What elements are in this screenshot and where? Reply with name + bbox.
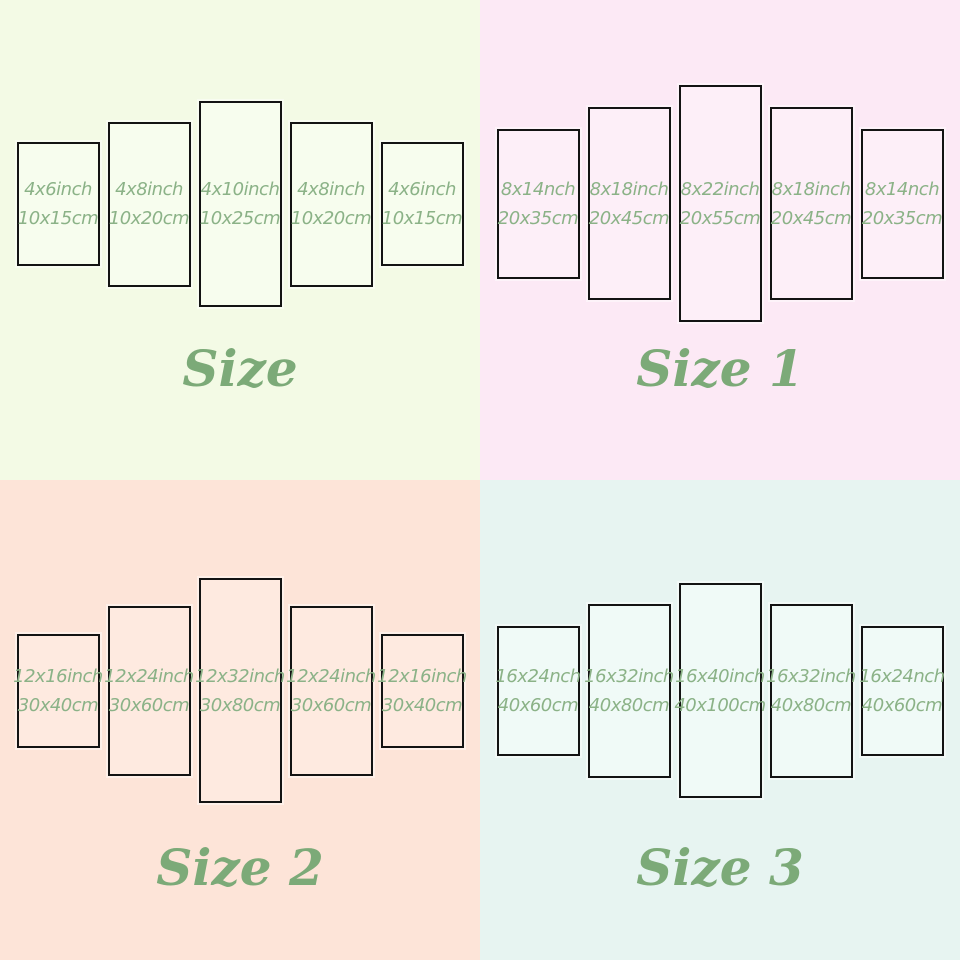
panel-size-inch: 16x24nch: [495, 665, 581, 687]
panel-size-cm: 30x80cm: [199, 694, 281, 716]
panel-size-cm: 10x15cm: [381, 208, 463, 229]
panel-size-inch: 4x8inch: [297, 179, 365, 200]
panel-size-inch: 8x14nch: [500, 178, 576, 200]
quadrant-title: Size 3: [636, 838, 804, 897]
quadrant-title: Size: [182, 339, 298, 398]
quadrant-size-1: 8x14nch 20x35cm 8x18inch 20x45cm 8x22inc…: [480, 0, 960, 480]
canvas-panel: 8x22inch 20x55cm: [678, 85, 762, 322]
canvas-panel: 16x32inch 40x80cm: [584, 603, 674, 778]
panel-size-inch: 8x22inch: [680, 178, 760, 200]
panel-size-inch: 8x18inch: [589, 178, 669, 200]
canvas-panel: 16x24nch 40x60cm: [495, 625, 581, 756]
panel-group: 4x6inch 10x15cm 4x8inch 10x20cm 4x10inch…: [0, 101, 480, 307]
canvas-panel: 4x8inch 10x20cm: [289, 121, 373, 287]
canvas-panel: 4x6inch 10x15cm: [16, 142, 100, 266]
canvas-panel: 8x18inch 20x45cm: [587, 107, 671, 300]
canvas-panel: 12x16inch 30x40cm: [377, 633, 467, 748]
panel-size-cm: 10x20cm: [108, 208, 190, 229]
canvas-panel: 16x24nch 40x60cm: [859, 625, 945, 756]
panel-size-cm: 20x45cm: [770, 207, 852, 229]
panel-size-cm: 20x55cm: [679, 207, 761, 229]
canvas-panel: 12x24inch 30x60cm: [104, 605, 194, 776]
panel-size-cm: 30x60cm: [290, 694, 372, 716]
panel-size-inch: 12x24inch: [286, 665, 376, 687]
panel-size-inch: 8x18inch: [771, 178, 851, 200]
panel-size-inch: 4x6inch: [388, 179, 456, 200]
panel-size-inch: 12x24inch: [104, 665, 194, 687]
panel-size-cm: 40x80cm: [770, 694, 852, 716]
panel-size-cm: 10x20cm: [290, 208, 372, 229]
panel-size-cm: 40x60cm: [497, 694, 579, 716]
panel-size-inch: 4x8inch: [115, 179, 183, 200]
panel-size-cm: 20x35cm: [861, 207, 943, 229]
panel-group: 12x16inch 30x40cm 12x24inch 30x60cm 12x3…: [0, 578, 480, 803]
canvas-panel: 12x24inch 30x60cm: [286, 605, 376, 776]
panel-size-cm: 30x40cm: [381, 694, 463, 716]
panel-group: 8x14nch 20x35cm 8x18inch 20x45cm 8x22inc…: [480, 85, 960, 322]
canvas-panel: 8x18inch 20x45cm: [769, 107, 853, 300]
panel-size-cm: 20x35cm: [497, 207, 579, 229]
panel-size-inch: 4x6inch: [24, 179, 92, 200]
panel-size-cm: 40x80cm: [588, 694, 670, 716]
panel-size-inch: 16x32inch: [766, 665, 856, 687]
panel-size-cm: 20x45cm: [588, 207, 670, 229]
panel-size-cm: 40x60cm: [861, 694, 943, 716]
panel-size-cm: 30x40cm: [17, 694, 99, 716]
panel-size-inch: 16x40inch: [675, 665, 765, 687]
canvas-panel: 16x32inch 40x80cm: [766, 603, 856, 778]
canvas-panel: 4x8inch 10x20cm: [107, 121, 191, 287]
canvas-panel: 12x16inch 30x40cm: [13, 633, 103, 748]
panel-size-inch: 16x24nch: [859, 665, 945, 687]
panel-size-cm: 30x60cm: [108, 694, 190, 716]
quadrant-size: 4x6inch 10x15cm 4x8inch 10x20cm 4x10inch…: [0, 0, 480, 480]
quadrant-size-2: 12x16inch 30x40cm 12x24inch 30x60cm 12x3…: [0, 480, 480, 960]
canvas-panel: 8x14nch 20x35cm: [860, 128, 944, 279]
quadrant-title: Size 2: [156, 838, 324, 897]
quadrant-title: Size 1: [636, 339, 804, 398]
panel-size-inch: 12x32inch: [195, 665, 285, 687]
canvas-panel: 16x40inch 40x100cm: [674, 583, 766, 798]
panel-size-inch: 8x14nch: [864, 178, 940, 200]
panel-size-inch: 4x10inch: [200, 179, 280, 200]
quadrant-size-3: 16x24nch 40x60cm 16x32inch 40x80cm 16x40…: [480, 480, 960, 960]
panel-size-cm: 10x25cm: [199, 208, 281, 229]
panel-size-inch: 12x16inch: [13, 665, 103, 687]
panel-group: 16x24nch 40x60cm 16x32inch 40x80cm 16x40…: [480, 583, 960, 798]
canvas-panel: 8x14nch 20x35cm: [496, 128, 580, 279]
panel-size-inch: 12x16inch: [377, 665, 467, 687]
canvas-panel: 12x32inch 30x80cm: [195, 578, 285, 803]
panel-size-inch: 16x32inch: [584, 665, 674, 687]
panel-size-cm: 10x15cm: [17, 208, 99, 229]
canvas-panel: 4x6inch 10x15cm: [380, 142, 464, 266]
canvas-panel: 4x10inch 10x25cm: [198, 101, 282, 307]
panel-size-cm: 40x100cm: [674, 694, 766, 716]
